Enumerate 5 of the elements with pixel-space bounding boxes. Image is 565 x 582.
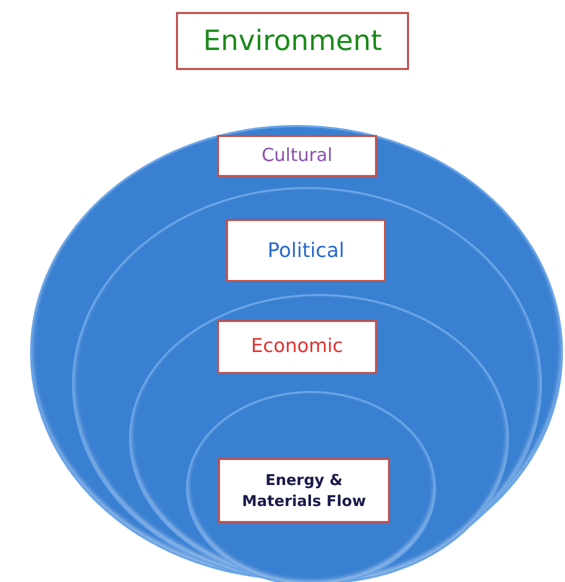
circle-label: Cultural <box>217 135 377 177</box>
circle-label: Political <box>226 219 386 282</box>
circle-label: Energy & Materials Flow <box>218 458 390 523</box>
title-label: Environment <box>176 12 409 70</box>
circle-label: Economic <box>217 320 377 374</box>
